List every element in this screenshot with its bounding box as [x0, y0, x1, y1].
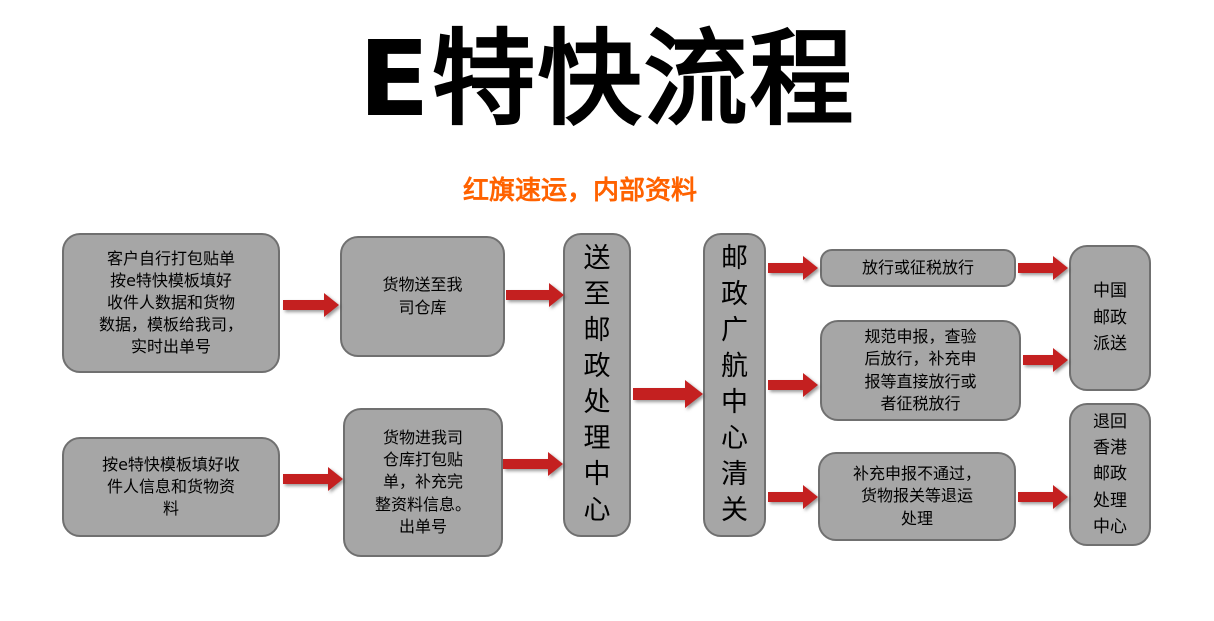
- arrow-customs-to-release: [768, 256, 818, 280]
- arrow-pack-to-send: [283, 293, 339, 317]
- arrow-template-to-warehouse: [283, 467, 343, 491]
- arrow-customs-to-declare: [768, 373, 818, 397]
- flow-node-postal-center: 送 至 邮 政 处 理 中 心: [563, 233, 631, 537]
- flow-node-fill-template: 按e特快模板填好收 件人信息和货物资 料: [62, 437, 280, 537]
- flow-node-customer-pack: 客户自行打包贴单 按e特快模板填好 收件人数据和货物 数据，模板给我司， 实时出…: [62, 233, 280, 373]
- flow-node-declare-fail: 补充申报不通过， 货物报关等退运 处理: [818, 452, 1016, 541]
- flow-node-standard-declare: 规范申报，查验 后放行，补充申 报等直接放行或 者征税放行: [820, 320, 1021, 421]
- arrow-warehouse-to-postal: [503, 452, 563, 476]
- flow-node-goods-to-warehouse: 货物送至我 司仓库: [340, 236, 505, 357]
- arrow-declare-to-chinapost: [1023, 348, 1068, 372]
- flow-node-hk-return: 退回 香港 邮政 处理 中心: [1069, 403, 1151, 546]
- flow-node-china-post: 中国 邮政 派送: [1069, 245, 1151, 391]
- page-title: E特快流程: [358, 18, 856, 140]
- arrow-release-to-chinapost: [1018, 256, 1068, 280]
- arrow-send-to-postal: [506, 283, 564, 307]
- arrow-fail-to-hkreturn: [1018, 485, 1068, 509]
- flow-node-customs-clearance: 邮 政 广 航 中 心 清 关: [703, 233, 766, 537]
- flow-node-release: 放行或征税放行: [820, 249, 1016, 287]
- arrow-postal-to-customs: [633, 380, 703, 408]
- flow-node-warehouse-pack: 货物进我司 仓库打包贴 单，补充完 整资料信息。 出单号: [343, 408, 503, 557]
- arrow-customs-to-fail: [768, 485, 818, 509]
- page-subtitle: 红旗速运，内部资料: [462, 176, 697, 206]
